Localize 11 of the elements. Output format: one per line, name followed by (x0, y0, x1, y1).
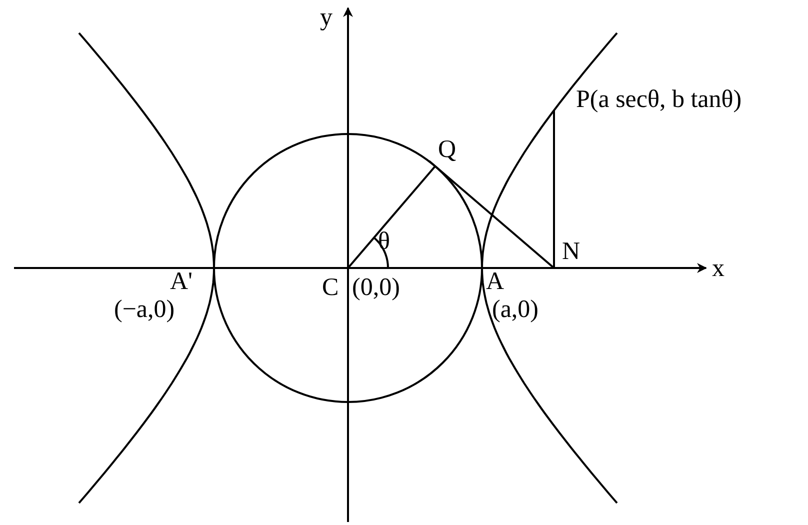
point-label: (0,0) (352, 274, 400, 302)
point-label: P(a secθ, b tanθ) (576, 86, 742, 114)
point-label: (−a,0) (114, 296, 175, 324)
point-label: A (486, 268, 504, 296)
point-label: y (320, 4, 332, 32)
point-label: x (712, 255, 724, 283)
point-label: N (562, 238, 580, 266)
point-label: Q (438, 136, 456, 164)
point-label: A' (170, 268, 193, 296)
point-label: (a,0) (492, 296, 538, 324)
point-label: C (322, 274, 339, 302)
